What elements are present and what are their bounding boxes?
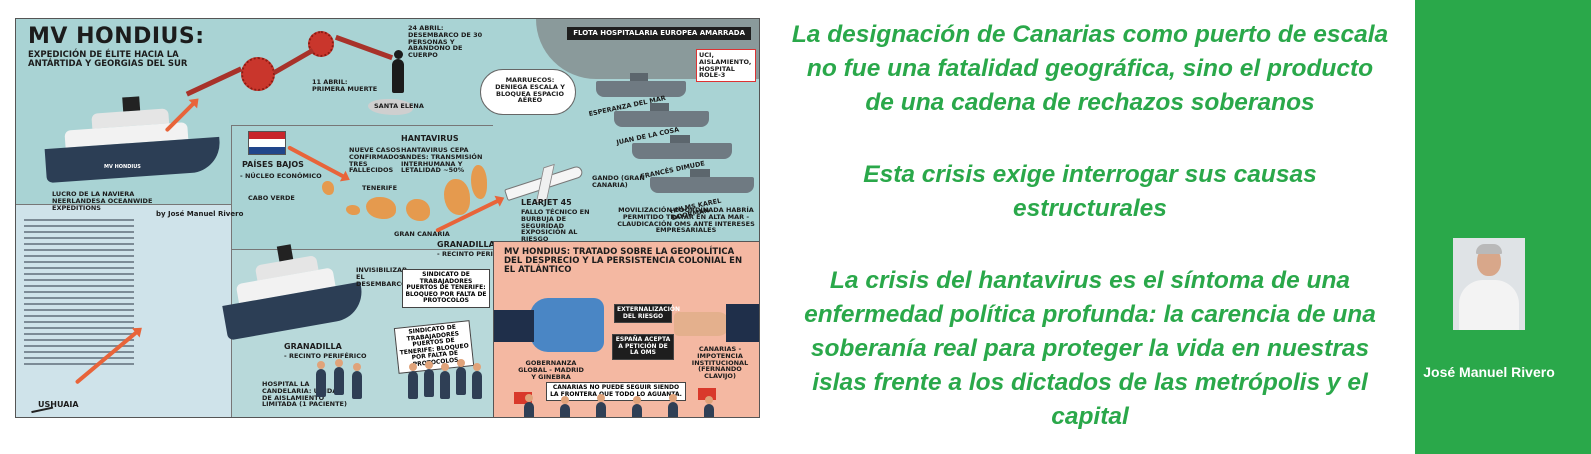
cabo-verde-label: CABO VERDE xyxy=(248,194,295,202)
recinto-label: - RECINTO PERIFÉRICO xyxy=(437,250,520,258)
learjet-label: LEARJET 45 xyxy=(521,198,572,207)
protester-figure xyxy=(596,394,606,417)
worker-figure xyxy=(352,363,362,399)
granadilla-label: GRANADILLA xyxy=(437,240,495,249)
gran-canaria-label: GRAN CANARIA xyxy=(394,230,450,238)
canarias-label: CANARIAS - IMPOTENCIA INSTITUCIONAL (FER… xyxy=(691,345,749,381)
island-tenerife xyxy=(366,197,396,219)
marruecos-label: MARRUECOS: DENIEGA ESCALA Y BLOQUEA ESPA… xyxy=(495,76,565,105)
protester-figure xyxy=(524,394,534,417)
island xyxy=(471,165,487,199)
quote-text: Esta crisis exige interrogar sus causas … xyxy=(863,161,1317,222)
ushuaia-label: USHUAIA xyxy=(38,400,79,409)
hospital-label: HOSPITAL LA CANDELARIA: UNIDAD DE AISLAM… xyxy=(262,380,347,409)
author-panel: José Manuel Rivero xyxy=(1415,0,1591,454)
recinto2-label: - RECINTO PERIFÉRICO xyxy=(284,352,367,360)
chain-link xyxy=(334,34,394,61)
protester-figure xyxy=(704,396,714,417)
sindicato-sign: SINDICATO DE TRABAJADORES PUERTOS DE TEN… xyxy=(402,269,490,308)
island xyxy=(346,205,360,215)
uci-label: UCI, AISLAMIENTO, HOSPITAL ROLE-3 xyxy=(696,49,756,83)
infographic-image: MV HONDIUS: EXPEDICIÓN DE ÉLITE HACIA LA… xyxy=(15,18,760,418)
warship-esperanza xyxy=(596,73,686,97)
tratado-panel: MV HONDIUS: TRATADO SOBRE LA GEOPOLÍTICA… xyxy=(493,241,759,417)
gobernanza-label: GOBERNANZA GLOBAL - MADRID Y GINEBRA xyxy=(518,359,584,381)
sleeve xyxy=(726,304,759,342)
fist-icon xyxy=(530,298,604,352)
sleeve xyxy=(494,310,534,342)
quote-text: La designación de Canarias como puerto d… xyxy=(791,21,1389,116)
paises-bajos-label: PAÍSES BAJOS xyxy=(242,160,304,169)
hantavirus-desc: HANTAVIRUS CEPA ANDES: TRANSMISIÓN INTER… xyxy=(401,146,483,175)
hantavirus-label: HANTAVIRUS xyxy=(401,134,459,143)
author-name: José Manuel Rivero xyxy=(1423,364,1555,380)
left-text-panel: USHUAIA xyxy=(16,204,231,417)
article-text-lines xyxy=(24,219,134,369)
worker-figure xyxy=(408,363,418,399)
learjet-icon xyxy=(504,164,584,202)
worker-figure xyxy=(424,361,434,397)
april24-label: 24 ABRIL: DESEMBARCO DE 30 PERSONAS Y AB… xyxy=(408,24,483,60)
worker-figure xyxy=(472,363,482,399)
artist-signature xyxy=(28,394,54,414)
flota-label-overlay: FLOTA HOSPITALARIA EUROPEA AMARRADA xyxy=(567,27,751,41)
worker-figure xyxy=(334,359,344,395)
avatar xyxy=(1453,238,1525,330)
invisibilizar-label: INVISIBILIZAR EL DESEMBARCO xyxy=(356,266,408,288)
santa-elena-island xyxy=(368,99,413,115)
warship-frances xyxy=(632,135,732,159)
gando-label: GANDO (GRAN CANARIA) xyxy=(592,174,645,189)
protest-banner: CANARIAS NO PUEDE SEGUIR SIENDO LA FRONT… xyxy=(546,382,686,402)
worker-figure xyxy=(440,363,450,399)
tratado-title: MV HONDIUS: TRATADO SOBRE LA GEOPOLÍTICA… xyxy=(504,247,743,275)
netherlands-flag-icon xyxy=(248,131,286,155)
tenerife-label: TENERIFE xyxy=(362,184,398,192)
april11-label: 11 ABRIL: PRIMERA MUERTE xyxy=(312,78,378,93)
sindicato-label: SINDICATO DE TRABAJADORES PUERTOS DE TEN… xyxy=(405,271,487,305)
externalizacion-label: EXTERNALIZACIÓN DEL RIESGO xyxy=(617,306,681,320)
map-region xyxy=(231,125,493,249)
chain-link xyxy=(272,48,315,75)
protester-figure xyxy=(560,396,570,417)
quote-text: La crisis del hantavirus es el síntoma d… xyxy=(804,267,1376,430)
protester-figure xyxy=(668,394,678,417)
warship-juan xyxy=(614,103,709,127)
santa-elena-label: SANTA ELENA xyxy=(374,102,424,110)
infographic-title: MV HONDIUS: xyxy=(28,24,205,49)
island xyxy=(444,179,470,215)
island xyxy=(322,181,334,195)
granadilla2-label: GRANADILLA xyxy=(284,342,342,351)
movilizacion-label: MOVILIZACIÓN COORDINADA HABRÍA PERMITIDO… xyxy=(617,206,755,235)
marruecos-cloud xyxy=(480,69,576,115)
warship-karel xyxy=(650,169,754,193)
virus-icon xyxy=(308,31,334,57)
nueve-casos-label: NUEVE CASOS CONFIRMADOS TRES FALLECIDOS xyxy=(349,146,404,175)
protester-figure xyxy=(632,396,642,417)
ship-side-label: MV HONDIUS xyxy=(104,164,141,170)
espana-sign: ESPAÑA ACEPTA A PETICIÓN DE LA OMS xyxy=(612,334,674,360)
open-hand-icon xyxy=(674,312,730,336)
byline: by José Manuel Rivero xyxy=(156,210,244,218)
learjet-desc: FALLO TÉCNICO EN BURBUJA DE SEGURIDAD EX… xyxy=(521,208,590,244)
lucro-label: LUCRO DE LA NAVIERA NEERLANDESA OCEANWID… xyxy=(52,190,153,212)
espana-label: ESPAÑA ACEPTA A PETICIÓN DE LA OMS xyxy=(615,336,671,357)
infographic-subtitle: EXPEDICIÓN DE ÉLITE HACIA LA ANTÁRTIDA Y… xyxy=(28,50,188,69)
island-gran-canaria xyxy=(406,199,430,221)
externalizacion-sign: EXTERNALIZACIÓN DEL RIESGO xyxy=(614,304,680,324)
worker-figure xyxy=(456,359,466,395)
banner-label: CANARIAS NO PUEDE SEGUIR SIENDO LA FRONT… xyxy=(550,384,682,398)
virus-icon xyxy=(241,57,275,91)
worker-figure xyxy=(316,361,326,397)
nucleo-label: - NÚCLEO ECONÓMICO xyxy=(240,172,322,180)
person-silhouette xyxy=(392,50,404,93)
